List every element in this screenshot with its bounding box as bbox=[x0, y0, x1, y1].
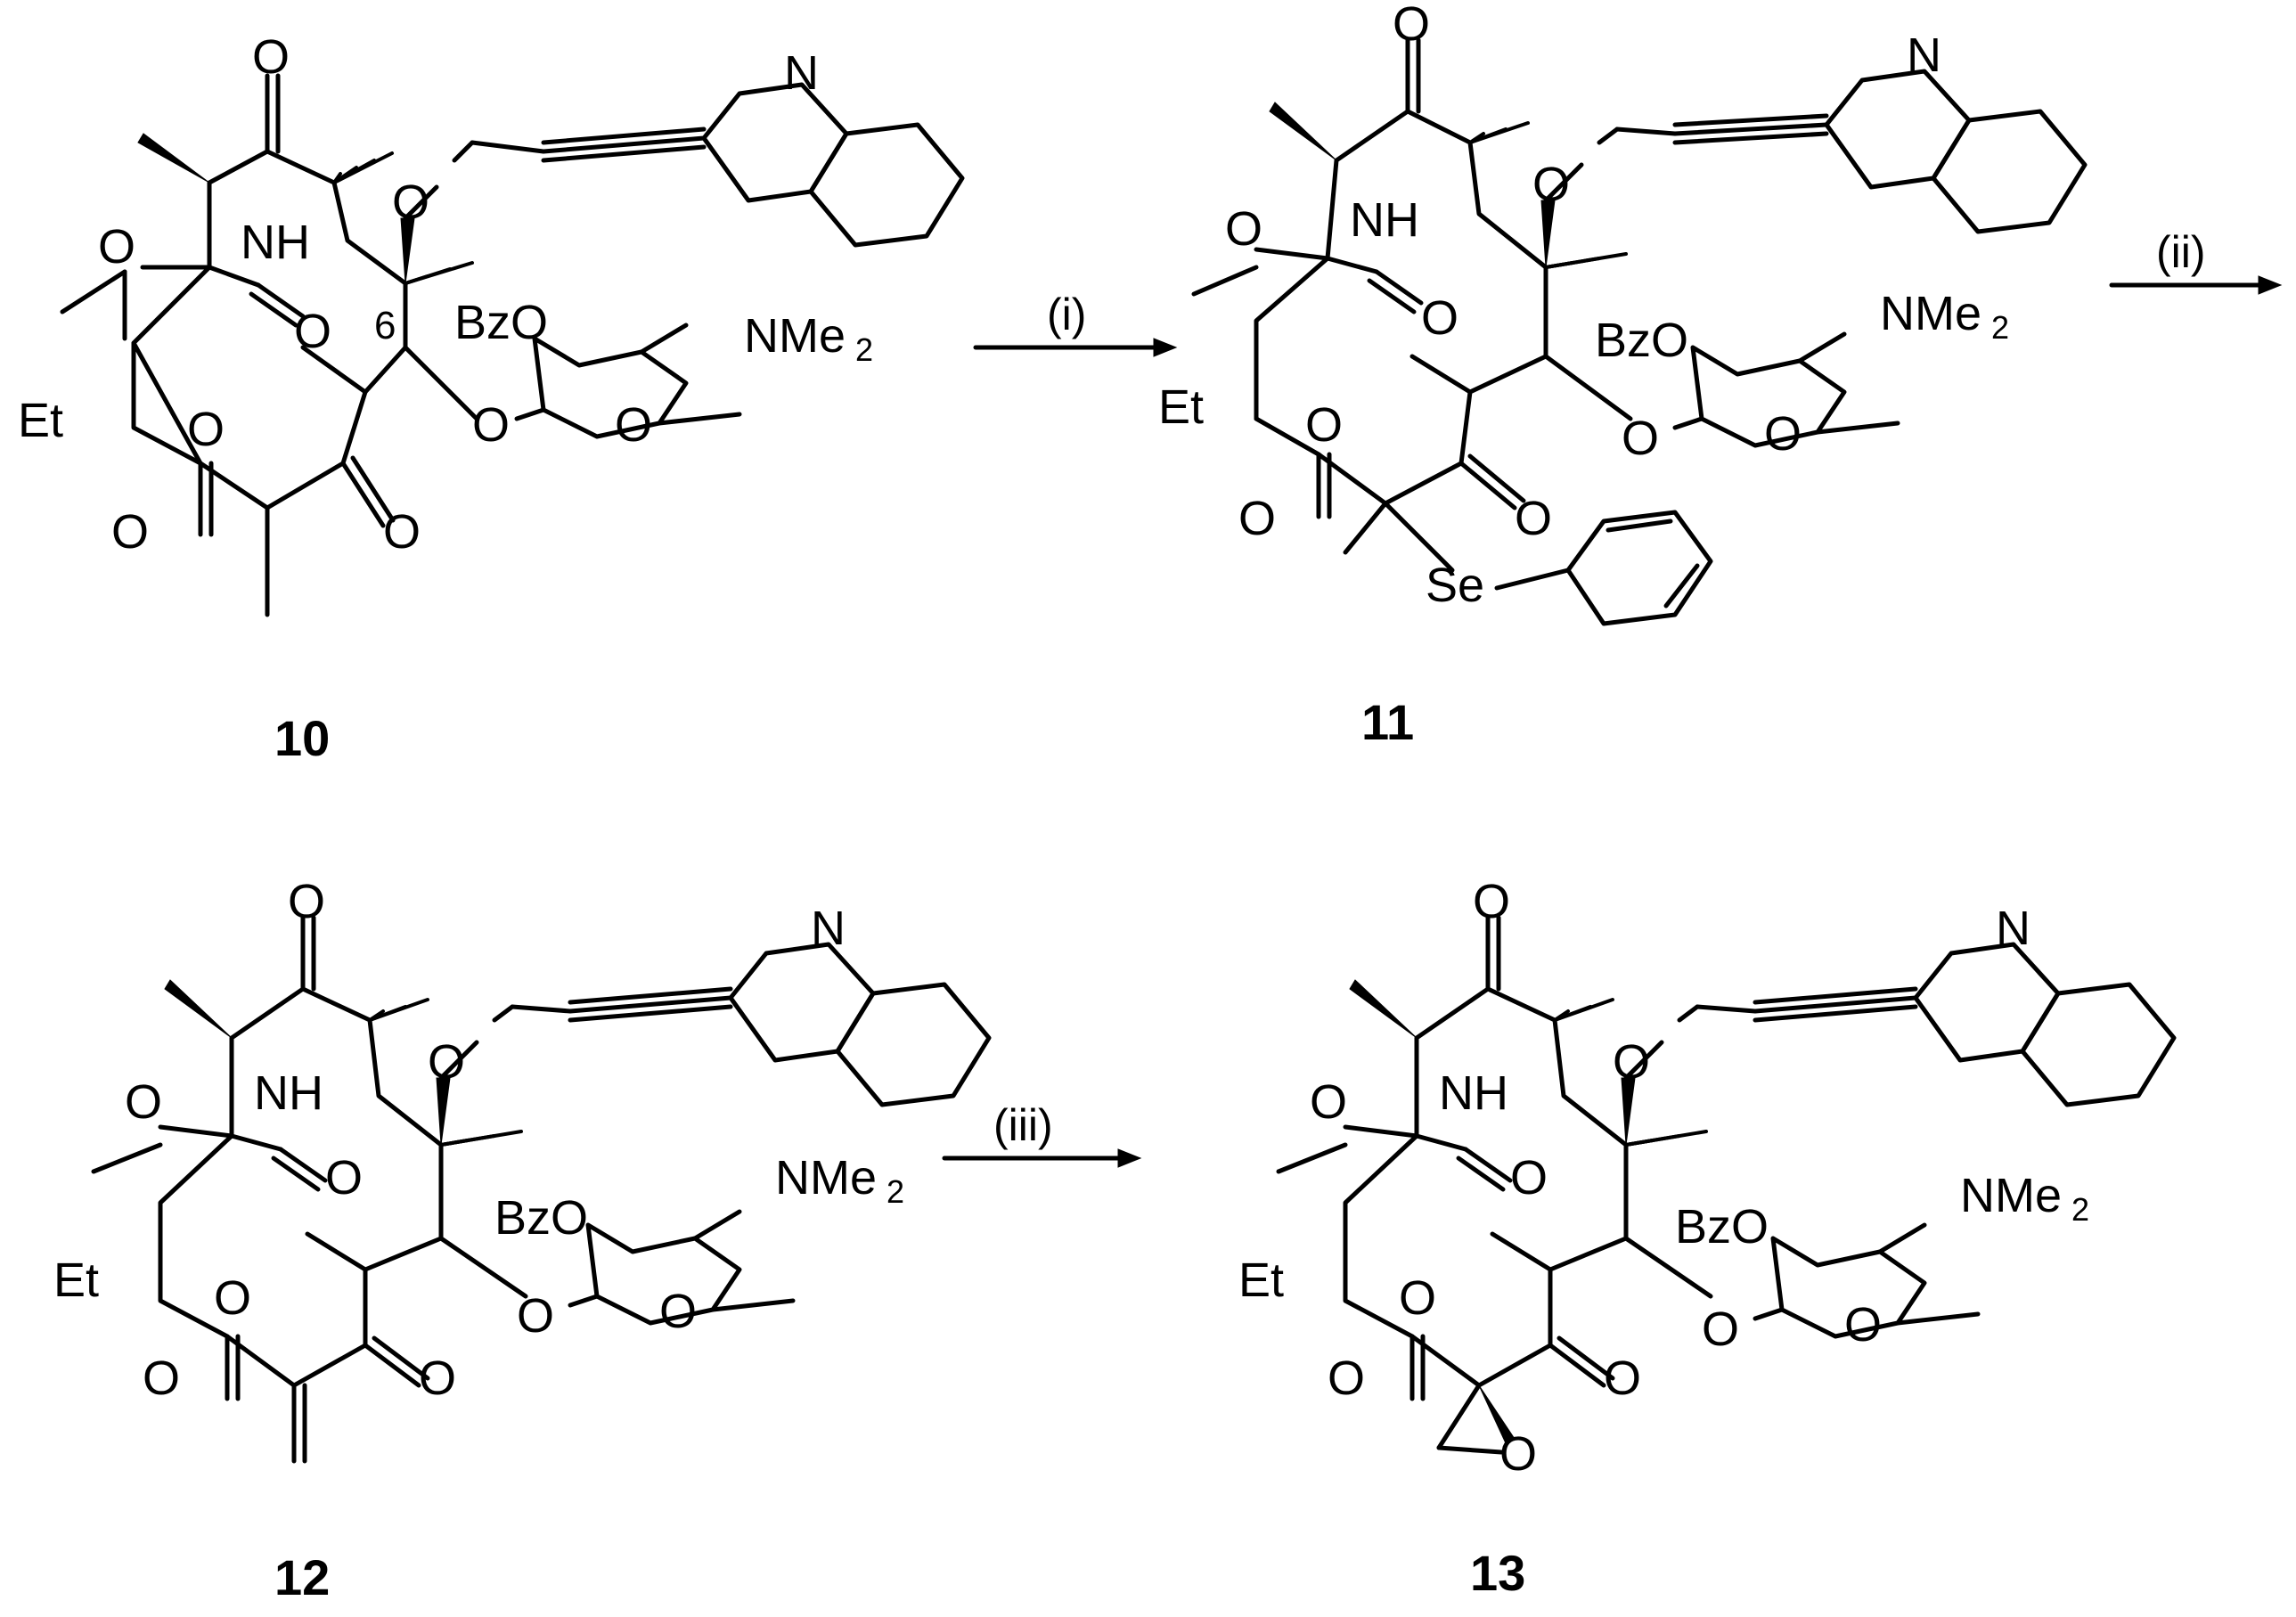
atom-o: O bbox=[325, 1151, 363, 1205]
compound-12: O NH O O O Et O O O BzO O O NMe 2 N 12 bbox=[53, 875, 992, 1605]
atom-n: N bbox=[784, 46, 819, 100]
atom-n: N bbox=[1907, 29, 1941, 82]
atom-o: O bbox=[1622, 412, 1659, 465]
atom-o: O bbox=[1328, 1352, 1365, 1405]
atom-o: O bbox=[294, 305, 331, 358]
subscript-2: 2 bbox=[2071, 1191, 2089, 1228]
atom-et: Et bbox=[18, 394, 63, 447]
atom-o: O bbox=[1238, 492, 1276, 545]
atom-et: Et bbox=[1158, 380, 1204, 434]
compound-13: O NH O O O Et O O O O BzO O O NMe 2 N 13 bbox=[1238, 875, 2177, 1601]
atom-o: O bbox=[659, 1285, 697, 1338]
atom-nme: NMe bbox=[744, 309, 846, 363]
atom-o: O bbox=[1702, 1303, 1739, 1356]
compound-label-13: 13 bbox=[1470, 1545, 1525, 1601]
atom-nh: NH bbox=[241, 216, 310, 269]
atom-o: O bbox=[615, 398, 652, 452]
reaction-arrow-iii: (iii) bbox=[942, 1100, 1142, 1168]
atom-o: O bbox=[392, 176, 429, 229]
atom-o: O bbox=[1532, 158, 1570, 211]
condition-iii: (iii) bbox=[993, 1100, 1053, 1150]
atom-n: N bbox=[1996, 902, 2030, 955]
compound-label-11: 11 bbox=[1361, 694, 1414, 750]
atom-o: O bbox=[214, 1271, 251, 1325]
atom-nme: NMe bbox=[775, 1151, 877, 1205]
atom-o: O bbox=[1510, 1151, 1548, 1205]
atom-nh: NH bbox=[1350, 193, 1419, 247]
atom-o: O bbox=[383, 505, 421, 559]
atom-o: O bbox=[1515, 492, 1552, 545]
atom-o: O bbox=[517, 1289, 554, 1343]
subscript-2: 2 bbox=[855, 331, 873, 368]
atom-bzo: BzO bbox=[454, 296, 548, 349]
atom-et: Et bbox=[1238, 1254, 1284, 1307]
atom-o: O bbox=[1393, 0, 1430, 51]
compound-10: O NH O O O 6 Et O O O BzO O O NMe 2 N 10 bbox=[18, 30, 965, 766]
atom-o: O bbox=[1844, 1298, 1882, 1352]
atom-o: O bbox=[428, 1035, 465, 1089]
compound-label-10: 10 bbox=[274, 710, 330, 766]
atom-bzo: BzO bbox=[1595, 314, 1688, 367]
compound-label-12: 12 bbox=[274, 1549, 330, 1605]
condition-ii: (ii) bbox=[2156, 227, 2206, 277]
atom-et: Et bbox=[53, 1254, 99, 1307]
atom-o: O bbox=[1499, 1427, 1537, 1481]
atom-o: O bbox=[419, 1352, 456, 1405]
atom-o: O bbox=[1310, 1075, 1347, 1129]
locant-6: 6 bbox=[374, 304, 396, 347]
atom-o: O bbox=[1604, 1352, 1641, 1405]
atom-se: Se bbox=[1426, 559, 1484, 612]
atom-n: N bbox=[811, 902, 846, 955]
condition-i: (i) bbox=[1047, 290, 1086, 339]
atom-o: O bbox=[187, 403, 225, 456]
atom-o: O bbox=[1421, 291, 1458, 345]
reaction-arrow-i: (i) bbox=[973, 290, 1178, 357]
atom-bzo: BzO bbox=[494, 1191, 588, 1245]
atom-o: O bbox=[1399, 1271, 1436, 1325]
compound-11: O NH O O O Et O O O Se BzO O O NMe 2 N 1… bbox=[1158, 0, 2088, 750]
reaction-arrow-ii: (ii) bbox=[2109, 227, 2283, 295]
atom-nh: NH bbox=[1439, 1066, 1508, 1120]
atom-nme: NMe bbox=[1880, 287, 1981, 340]
atom-nme: NMe bbox=[1960, 1169, 2062, 1222]
atom-o: O bbox=[1473, 875, 1510, 928]
atom-bzo: BzO bbox=[1675, 1200, 1769, 1254]
atom-o: O bbox=[1613, 1035, 1650, 1089]
atom-o: O bbox=[125, 1075, 162, 1129]
subscript-2: 2 bbox=[1991, 309, 2009, 346]
atom-nh: NH bbox=[254, 1066, 323, 1120]
atom-o: O bbox=[252, 30, 290, 84]
atom-o: O bbox=[1305, 398, 1343, 452]
atom-o: O bbox=[98, 220, 135, 274]
atom-o: O bbox=[111, 505, 149, 559]
atom-o: O bbox=[1764, 407, 1802, 461]
subscript-2: 2 bbox=[887, 1173, 904, 1210]
atom-o: O bbox=[1225, 202, 1262, 256]
atom-o: O bbox=[143, 1352, 180, 1405]
atom-o: O bbox=[288, 875, 325, 928]
atom-o: O bbox=[472, 398, 510, 452]
